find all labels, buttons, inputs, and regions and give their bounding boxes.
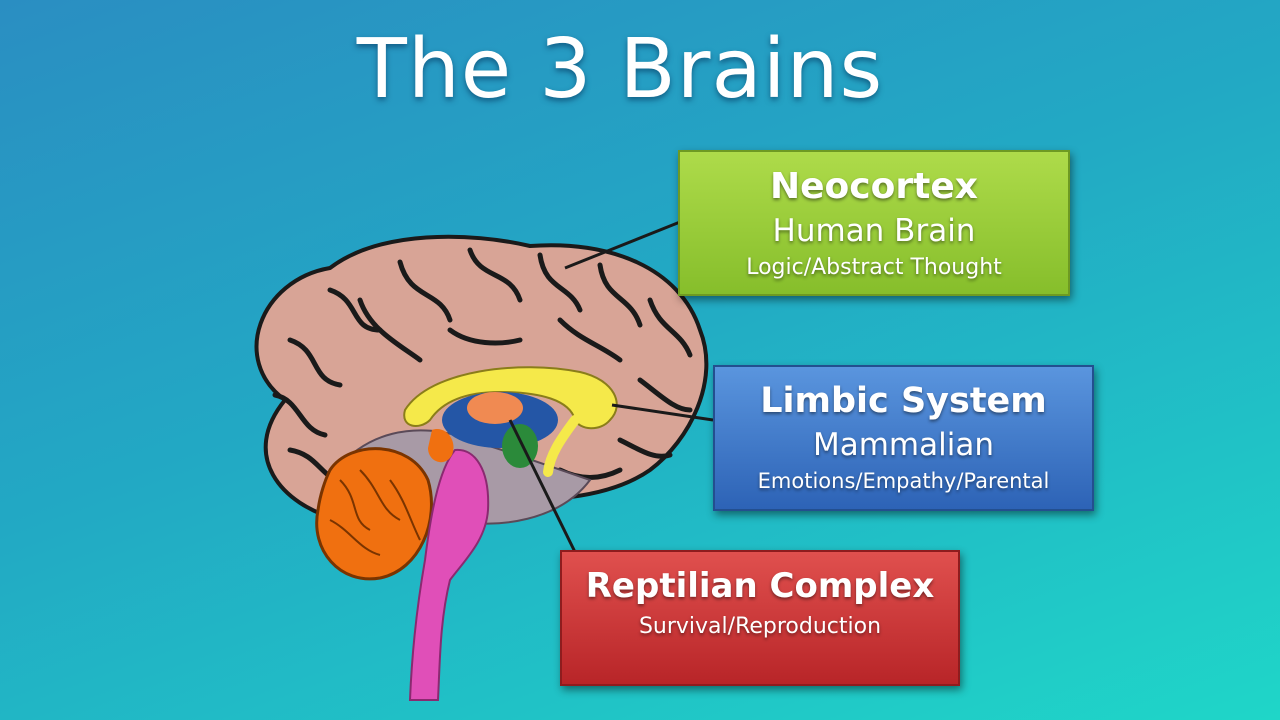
limbic-subtitle: Mammalian xyxy=(812,427,994,463)
reptilian-pointer xyxy=(508,419,577,553)
neocortex-pointer xyxy=(564,220,681,270)
neocortex-label-box: Neocortex Human Brain Logic/Abstract Tho… xyxy=(678,150,1070,296)
neocortex-description: Logic/Abstract Thought xyxy=(746,255,1002,280)
limbic-label-box: Limbic System Mammalian Emotions/Empathy… xyxy=(713,365,1094,511)
thalamus xyxy=(467,392,523,424)
brainstem xyxy=(408,448,490,701)
cortex-folds xyxy=(272,247,693,488)
cerebellum-folds xyxy=(329,469,421,556)
neocortex-title: Neocortex xyxy=(770,166,978,207)
page-title: The 3 Brains xyxy=(356,22,884,117)
cerebellum xyxy=(315,447,433,581)
corpus-callosum xyxy=(403,366,618,430)
limbic-description: Emotions/Empathy/Parental xyxy=(757,469,1050,493)
reptilian-title: Reptilian Complex xyxy=(585,566,935,606)
midbrain xyxy=(428,429,454,463)
fornix xyxy=(543,415,580,477)
reptilian-label-box: Reptilian Complex Survival/Reproduction xyxy=(560,550,960,686)
limbic-title: Limbic System xyxy=(760,381,1047,421)
neocortex-subtitle: Human Brain xyxy=(772,213,976,249)
amygdala xyxy=(502,424,538,468)
reptilian-description: Survival/Reproduction xyxy=(638,614,882,639)
limbic-pointer xyxy=(611,403,714,422)
